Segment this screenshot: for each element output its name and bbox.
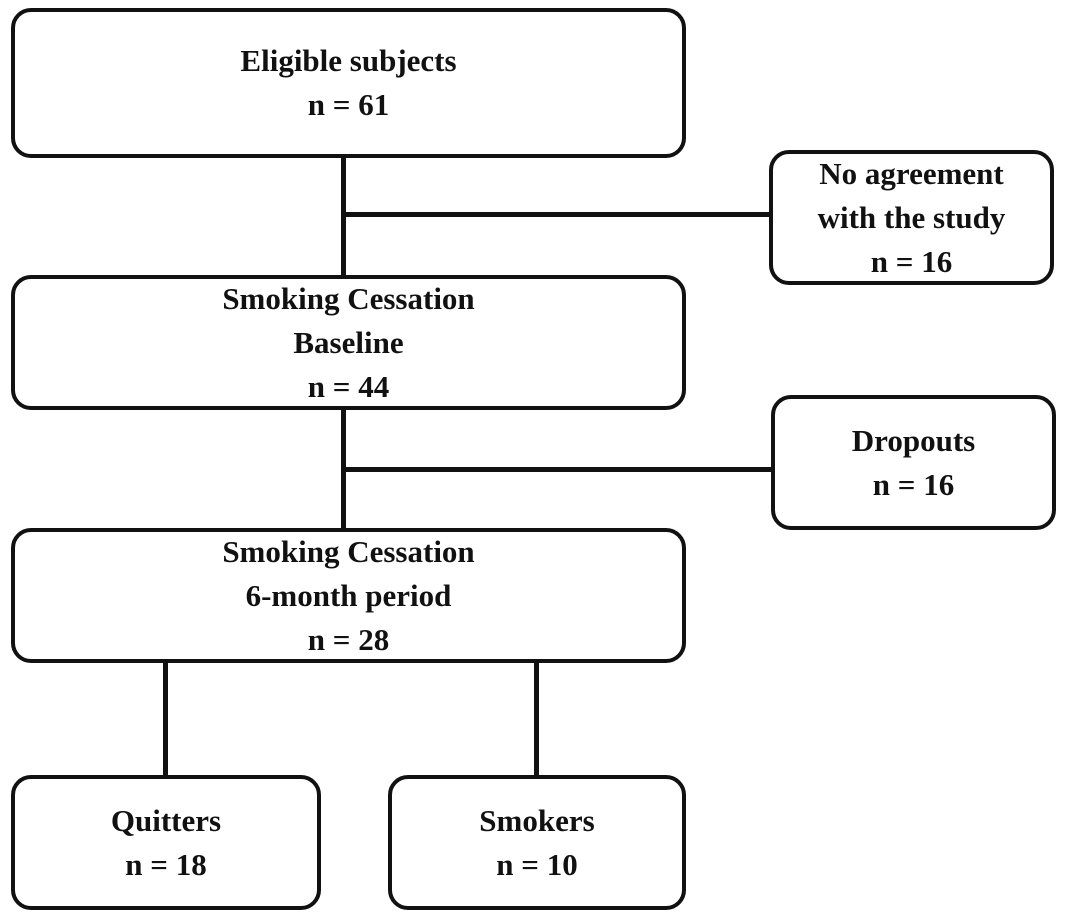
quitters-box: Quitters n = 18 <box>11 775 321 910</box>
six-month-line1: Smoking Cessation <box>222 533 475 569</box>
connector-to-no-agreement <box>341 212 771 217</box>
no-agreement-line2: with the study <box>817 199 1006 235</box>
six-month-count: n = 28 <box>307 621 390 657</box>
baseline-line1: Smoking Cessation <box>222 280 475 316</box>
dropouts-box: Dropouts n = 16 <box>771 395 1056 530</box>
smokers-box: Smokers n = 10 <box>388 775 686 910</box>
eligible-count: n = 61 <box>307 87 390 122</box>
baseline-line2: Baseline <box>293 324 404 360</box>
no-agreement-box: No agreement with the study n = 16 <box>769 150 1054 285</box>
no-agreement-count: n = 16 <box>870 243 953 279</box>
connector-to-dropouts <box>341 467 773 472</box>
dropouts-title: Dropouts <box>851 422 976 458</box>
smokers-title: Smokers <box>479 802 595 838</box>
dropouts-count: n = 16 <box>872 466 955 502</box>
eligible-title: Eligible subjects <box>240 43 457 78</box>
no-agreement-line1: No agreement <box>819 155 1004 191</box>
connector-to-quitters <box>163 661 168 777</box>
eligible-subjects-box: Eligible subjects n = 61 <box>11 8 686 158</box>
quitters-count: n = 18 <box>125 846 207 882</box>
baseline-box: Smoking Cessation Baseline n = 44 <box>11 275 686 410</box>
smokers-count: n = 10 <box>496 846 578 882</box>
six-month-line2: 6-month period <box>245 577 452 613</box>
connector-to-smokers <box>534 661 539 777</box>
six-month-box: Smoking Cessation 6-month period n = 28 <box>11 528 686 663</box>
baseline-count: n = 44 <box>307 368 390 404</box>
quitters-title: Quitters <box>110 802 222 838</box>
